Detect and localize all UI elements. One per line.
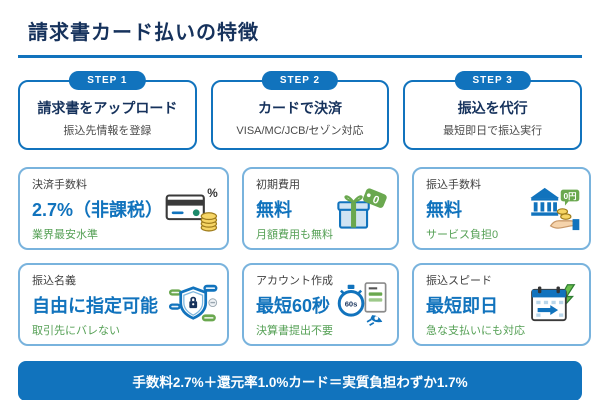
summary-banner: 手数料2.7%＋還元率1.0%カード＝実質負担わずか1.7%	[18, 361, 582, 400]
credit-card-icon: %	[165, 183, 219, 235]
page-title: 請求書カード払いの特徴	[28, 22, 259, 44]
percent-glyph: %	[207, 186, 218, 200]
step-title-2: カードで決済	[257, 100, 342, 116]
step-title-1: 請求書をアップロード	[37, 100, 178, 116]
feature-label: 決済手数料	[32, 178, 87, 191]
calendar-icon	[527, 279, 581, 331]
bank-icon: 0円	[527, 183, 581, 235]
feature-card-transfer-speed: 振込スピード 最短即日 急な支払いにも対応	[412, 263, 592, 346]
feature-value: 最短60秒	[256, 295, 331, 316]
summary-banner-text: 手数料2.7%＋還元率1.0%カード＝実質負担わずか1.7%	[132, 375, 468, 390]
feature-card-transfer-fee: 振込手数料 無料 サービス負担0 0円	[412, 167, 592, 250]
feature-value: 最短即日	[426, 295, 499, 316]
step-card-2: STEP 2 カードで決済 VISA/MC/JCB/セゾン対応	[210, 71, 390, 150]
step-badge-1: STEP 1	[69, 71, 146, 90]
shield-lock-icon	[169, 279, 219, 331]
step-subtitle-2: VISA/MC/JCB/セゾン対応	[236, 125, 364, 137]
feature-card-payment-fee: 決済手数料 2.7%（非課税） 業界最安水準 %	[18, 167, 230, 250]
step-card-1: STEP 1 請求書をアップロード 振込先情報を登録	[18, 71, 197, 150]
feature-note: 取引先にバレない	[32, 324, 120, 337]
feature-note: 決算書提出不要	[256, 324, 334, 337]
step-subtitle-1: 振込先情報を登録	[63, 125, 152, 137]
feature-card-transfer-name: 振込名義 自由に指定可能 取引先にバレない	[18, 263, 230, 346]
step-subtitle-3: 最短即日で振込実行	[443, 125, 543, 137]
step-badge-3: STEP 3	[454, 71, 531, 90]
feature-value: 自由に指定可能	[32, 295, 158, 316]
header: 請求書カード払いの特徴	[18, 12, 582, 58]
stopwatch-icon: 60s	[335, 279, 389, 331]
feature-label: 振込名義	[32, 274, 76, 287]
feature-note: 月額費用も無料	[256, 228, 334, 241]
feature-note: サービス負担0	[426, 228, 499, 241]
sixty-seconds-glyph: 60s	[345, 299, 358, 308]
feature-label: アカウント作成	[256, 274, 334, 287]
feature-card-initial-cost: 初期費用 無料 月額費用も無料 0	[242, 167, 400, 250]
gift-icon: 0	[335, 183, 389, 235]
feature-label: 振込手数料	[426, 178, 482, 191]
feature-value: 2.7%（非課税）	[32, 199, 164, 220]
zero-yen-glyph: 0円	[564, 190, 577, 200]
step-card-3: STEP 3 振込を代行 最短即日で振込実行	[403, 71, 582, 150]
feature-label: 初期費用	[256, 178, 301, 191]
feature-card-account-creation: アカウント作成 最短60秒 決算書提出不要 60s	[242, 263, 400, 346]
feature-note: 急な支払いにも対応	[426, 324, 526, 337]
feature-value: 無料	[256, 199, 293, 220]
zero-glyph: 0	[371, 193, 381, 206]
feature-value: 無料	[426, 199, 463, 220]
features-grid: 決済手数料 2.7%（非課税） 業界最安水準 %	[18, 167, 592, 346]
steps-row: STEP 1 請求書をアップロード 振込先情報を登録 STEP 2 カードで決済…	[18, 71, 582, 150]
feature-label: 振込スピード	[426, 274, 493, 287]
step-badge-2: STEP 2	[261, 71, 339, 90]
step-title-3: 振込を代行	[457, 100, 528, 116]
feature-note: 業界最安水準	[32, 228, 98, 241]
